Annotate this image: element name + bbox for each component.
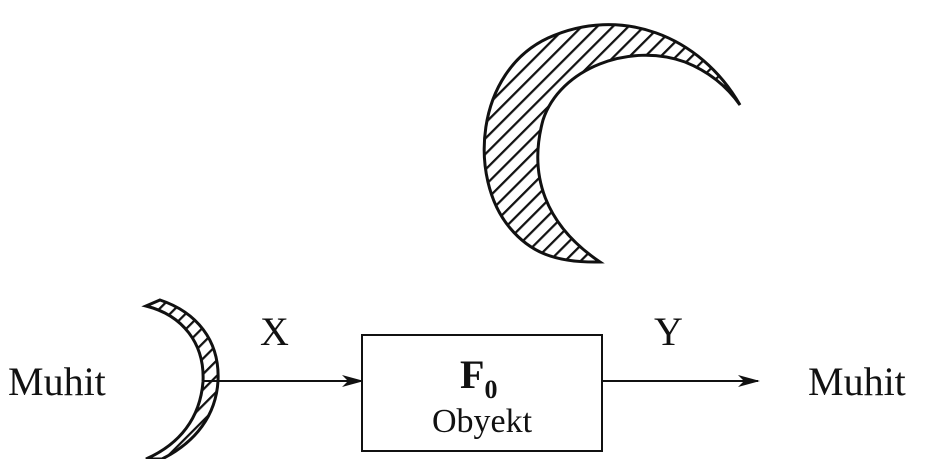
object-symbol: F0 [460, 352, 497, 404]
environment-crescent-top [482, 23, 742, 264]
object-caption: Obyekt [432, 403, 533, 440]
right-environment-label: Muhit [808, 359, 906, 404]
object-symbol-subscript: 0 [484, 375, 497, 404]
left-environment-label: Muhit [8, 359, 106, 404]
object-symbol-main: F [460, 352, 484, 397]
object-block [361, 334, 603, 452]
environment-arc-left [141, 298, 220, 459]
output-signal-label: Y [654, 309, 683, 354]
input-signal-label: X [260, 309, 289, 354]
